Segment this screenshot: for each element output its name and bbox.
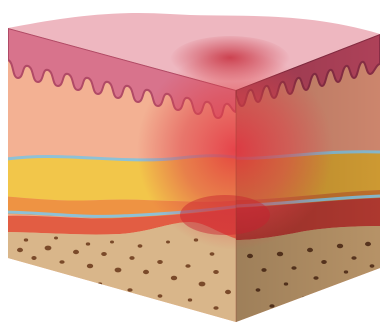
skin-layers-illustration	[0, 0, 386, 330]
illustration-stage	[0, 0, 386, 330]
